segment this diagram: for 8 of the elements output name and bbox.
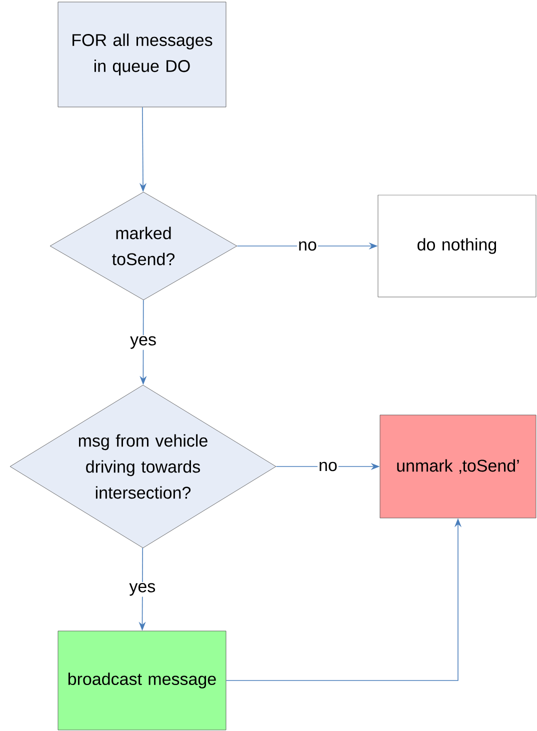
process-box: FOR all messages in queue DO	[58, 2, 226, 108]
edge-label: no	[297, 240, 318, 252]
edge-label: yes	[128, 582, 157, 597]
process-box: unmark ‚toSend’	[380, 414, 536, 518]
process-box: do nothing	[378, 194, 536, 298]
process-box: broadcast message	[58, 630, 226, 730]
edge-label: no	[318, 460, 338, 472]
edge-label: yes	[129, 335, 158, 350]
